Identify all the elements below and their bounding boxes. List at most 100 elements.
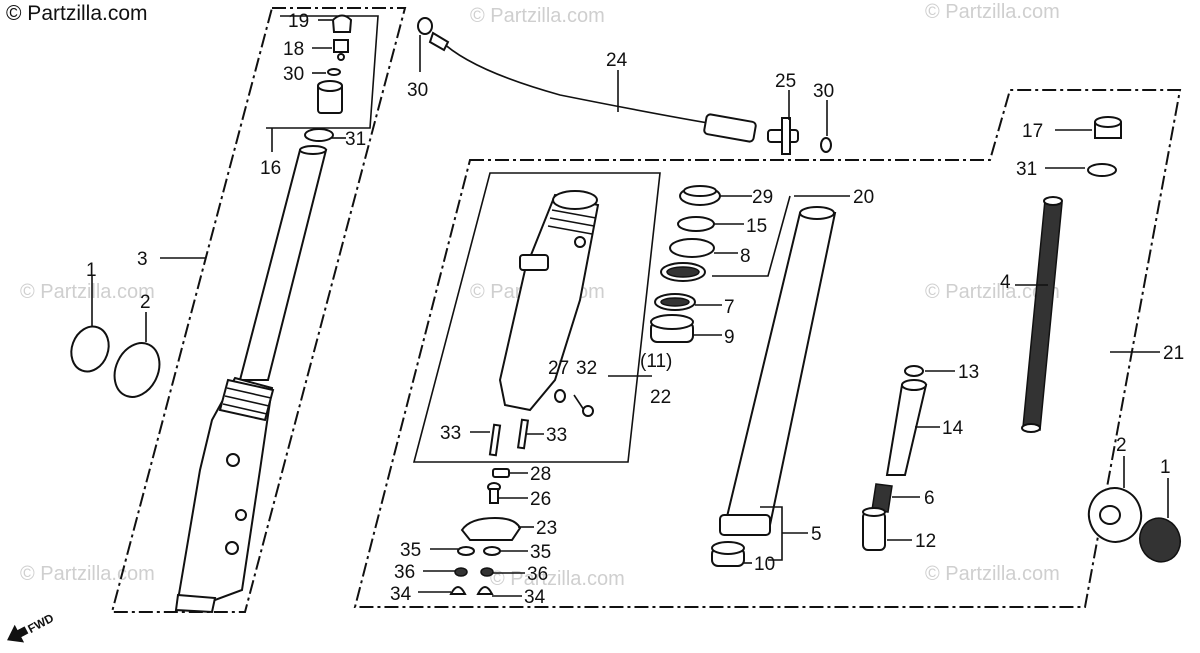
- part-label-12: 12: [915, 531, 936, 552]
- part-label-1-right: 1: [1160, 457, 1171, 478]
- valve-18: [333, 39, 349, 61]
- fork-tube-5: [719, 206, 837, 536]
- brake-hose-24: [428, 31, 757, 143]
- dust-seal-29: [679, 185, 721, 206]
- emblem-left: [70, 275, 110, 373]
- part-label-14: 14: [942, 418, 964, 439]
- washer-35-left: [457, 546, 475, 556]
- part-label-8: 8: [740, 246, 751, 267]
- part-label-16: 16: [260, 158, 281, 179]
- stud-33-right: [516, 418, 530, 450]
- nut-34-right: [476, 586, 494, 595]
- right-fork-group-outline: [353, 89, 1182, 608]
- part-label-33-left: 33: [440, 423, 461, 444]
- part-label-34-left: 34: [390, 584, 412, 605]
- part-label-25: 25: [775, 71, 796, 92]
- part-label-10: 10: [754, 554, 775, 575]
- emblem-base-right: [1087, 456, 1143, 543]
- fork-cap-bolt-19: [331, 14, 353, 33]
- watermark: © Partzilla.com: [925, 1, 1060, 23]
- fwd-arrow-icon: FWD: [7, 611, 56, 643]
- watermark: © Partzilla.com: [20, 281, 155, 303]
- o-ring-30-cap: [327, 68, 341, 76]
- oil-seal-8: [669, 238, 715, 258]
- hose-joint-25: [767, 117, 799, 155]
- part-label-13: 13: [958, 362, 979, 383]
- part-label-23: 23: [536, 518, 557, 539]
- oil-lock-piece-12: [862, 507, 886, 551]
- part-label-5: 5: [811, 524, 822, 545]
- part-label-36-left: 36: [394, 562, 415, 583]
- watermark: © Partzilla.com: [490, 568, 625, 590]
- bracket-20-range: [712, 195, 791, 277]
- axle-holder-23: [460, 516, 522, 541]
- washer-27: [554, 389, 566, 403]
- back-up-ring: [660, 262, 706, 282]
- fork-bolt-17: [1094, 116, 1122, 139]
- washer-30-hose-end: [417, 17, 433, 35]
- watermark: © Partzilla.com: [925, 281, 1060, 303]
- part-label-19: 19: [288, 11, 309, 32]
- washer-36-right: [480, 567, 494, 577]
- washer-35-right: [483, 546, 501, 556]
- fwd-label: FWD: [25, 611, 56, 636]
- part-label-34-right: 34: [524, 587, 546, 608]
- o-ring-31-left: [304, 128, 334, 142]
- washer-30-joint: [820, 137, 832, 153]
- bolt-32: [573, 394, 594, 417]
- fork-slider-22: [498, 190, 600, 412]
- bushing-10: [711, 541, 745, 567]
- part-label-17: 17: [1022, 121, 1043, 142]
- rebound-spring-6: [871, 483, 893, 513]
- watermark: © Partzilla.com: [925, 563, 1060, 585]
- part-label-1-left: 1: [86, 260, 97, 281]
- part-label-30-left: 30: [407, 80, 428, 101]
- part-label-36-right: 36: [527, 564, 548, 585]
- part-label-4: 4: [1000, 272, 1011, 293]
- fork-piston-14: [885, 379, 928, 476]
- slider-subgroup-outline: [412, 172, 661, 463]
- bushing-7: [654, 293, 696, 311]
- part-label-27: 27: [548, 358, 569, 379]
- part-label-22: 22: [650, 387, 671, 408]
- part-label-21: 21: [1163, 343, 1184, 364]
- bushing-9: [650, 314, 694, 343]
- part-label-35-right: 35: [530, 542, 551, 563]
- part-label-3: 3: [137, 249, 148, 270]
- part-label-28: 28: [530, 464, 551, 485]
- clip-15: [677, 216, 715, 232]
- bolt-26: [487, 482, 501, 504]
- emblem-base-left: [113, 312, 161, 398]
- washer-36-left: [454, 567, 468, 577]
- part-label-18: 18: [283, 39, 304, 60]
- part-label-31-left: 31: [345, 129, 366, 150]
- part-label-31-right: 31: [1016, 159, 1037, 180]
- left-fork-slider-3: [174, 376, 275, 614]
- fork-cap-subgroup-outline: [266, 15, 379, 129]
- left-fork-group-outline: [110, 7, 407, 613]
- nut-34-left: [449, 586, 467, 595]
- part-label-35-left: 35: [400, 540, 421, 561]
- o-ring-31-right: [1087, 163, 1117, 177]
- part-label-2-left: 2: [140, 292, 151, 313]
- part-label-29: 29: [752, 187, 773, 208]
- fork-spring-4: [1021, 196, 1063, 433]
- part-label-20: 20: [853, 187, 874, 208]
- fork-bolt-cap: [317, 80, 343, 114]
- bolt-28: [492, 468, 510, 478]
- part-label-24: 24: [606, 50, 628, 71]
- part-label-26: 26: [530, 489, 551, 510]
- part-label-9: 9: [724, 327, 735, 348]
- part-label-32: 32: [576, 358, 597, 379]
- left-fork-tube: [238, 145, 328, 381]
- part-label-33-right: 33: [546, 425, 567, 446]
- part-label-6: 6: [924, 488, 935, 509]
- stud-33-left: [488, 423, 502, 457]
- piston-ring-13: [904, 365, 924, 377]
- part-label-15: 15: [746, 216, 767, 237]
- copyright-text: © Partzilla.com: [6, 2, 148, 25]
- watermark: © Partzilla.com: [20, 563, 155, 585]
- part-label-2-right: 2: [1116, 435, 1127, 456]
- part-label-7: 7: [724, 297, 735, 318]
